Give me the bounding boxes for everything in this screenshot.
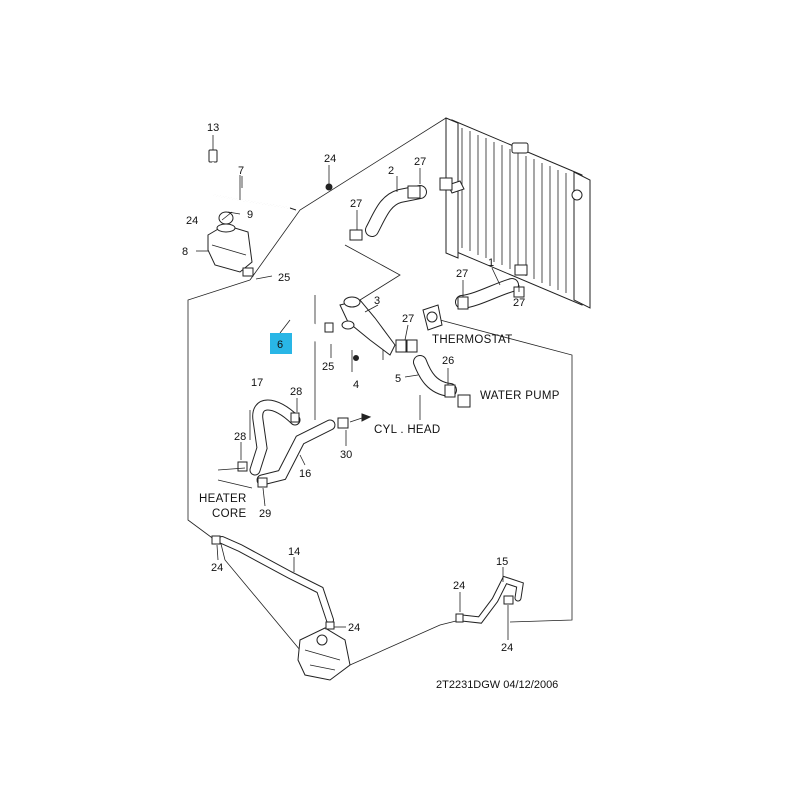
- label-core: CORE: [212, 508, 246, 520]
- callout-28: 28: [290, 386, 302, 398]
- label-cyl-head: CYL . HEAD: [374, 424, 440, 436]
- callout-27: 27: [414, 156, 426, 168]
- label-heater: HEATER: [199, 493, 247, 505]
- callout-1: 1: [488, 257, 494, 269]
- callout-3: 3: [374, 295, 380, 307]
- callout-24: 24: [348, 622, 360, 634]
- callout-14: 14: [288, 546, 300, 558]
- callout-15: 15: [496, 556, 508, 568]
- callout-27: 27: [402, 313, 414, 325]
- callout-5: 5: [395, 373, 401, 385]
- callout-24: 24: [324, 153, 336, 165]
- hose-6: [248, 281, 334, 342]
- thermostat-housing: [339, 264, 528, 361]
- expansion-tank: [196, 211, 254, 277]
- callout-27: 27: [513, 297, 525, 309]
- callout-13: 13: [207, 122, 219, 134]
- callout-24: 24: [211, 562, 223, 574]
- radiator: [445, 117, 591, 309]
- heater-hoses: [217, 399, 349, 489]
- callout-25: 25: [322, 361, 334, 373]
- leader-lines: [216, 168, 520, 640]
- callout-26: 26: [442, 355, 454, 367]
- valve-assembly: [297, 621, 351, 681]
- callout-29: 29: [259, 508, 271, 520]
- cyl-head-arrow: [349, 413, 372, 423]
- callout-30: 30: [340, 449, 352, 461]
- hose-15: [455, 575, 524, 624]
- label-thermostat: THERMOSTAT: [432, 334, 513, 346]
- callout-24: 24: [453, 580, 465, 592]
- callout-6-highlight: [270, 333, 292, 354]
- component-labels: THERMOSTAT WATER PUMP CYL . HEAD HEATER …: [199, 334, 560, 520]
- callout-16: 16: [299, 468, 311, 480]
- callout-24: 24: [186, 215, 198, 227]
- callout-9: 9: [247, 209, 253, 221]
- hose-5: [413, 355, 471, 408]
- upper-hose-2: [349, 177, 453, 241]
- label-water-pump: WATER PUMP: [480, 390, 560, 402]
- reference-code: 2T2231DGW 04/12/2006: [436, 679, 558, 691]
- callout-27: 27: [456, 268, 468, 280]
- callout-2: 2: [388, 165, 394, 177]
- callout-25: 25: [278, 272, 290, 284]
- callout-6: 6: [277, 339, 283, 351]
- callout-4: 4: [353, 379, 359, 391]
- outline-lines: [187, 117, 573, 666]
- callouts: 13 7 24 2 27 27 24 9 8 25 6 25 3 4 27 27…: [182, 122, 525, 654]
- callout-8: 8: [182, 246, 188, 258]
- callout-17: 17: [251, 377, 263, 389]
- hose-14: [211, 535, 334, 624]
- callout-28: 28: [234, 431, 246, 443]
- callout-7: 7: [238, 165, 244, 177]
- callout-24: 24: [501, 642, 513, 654]
- callout-27: 27: [350, 198, 362, 210]
- overflow-hose: [208, 135, 333, 211]
